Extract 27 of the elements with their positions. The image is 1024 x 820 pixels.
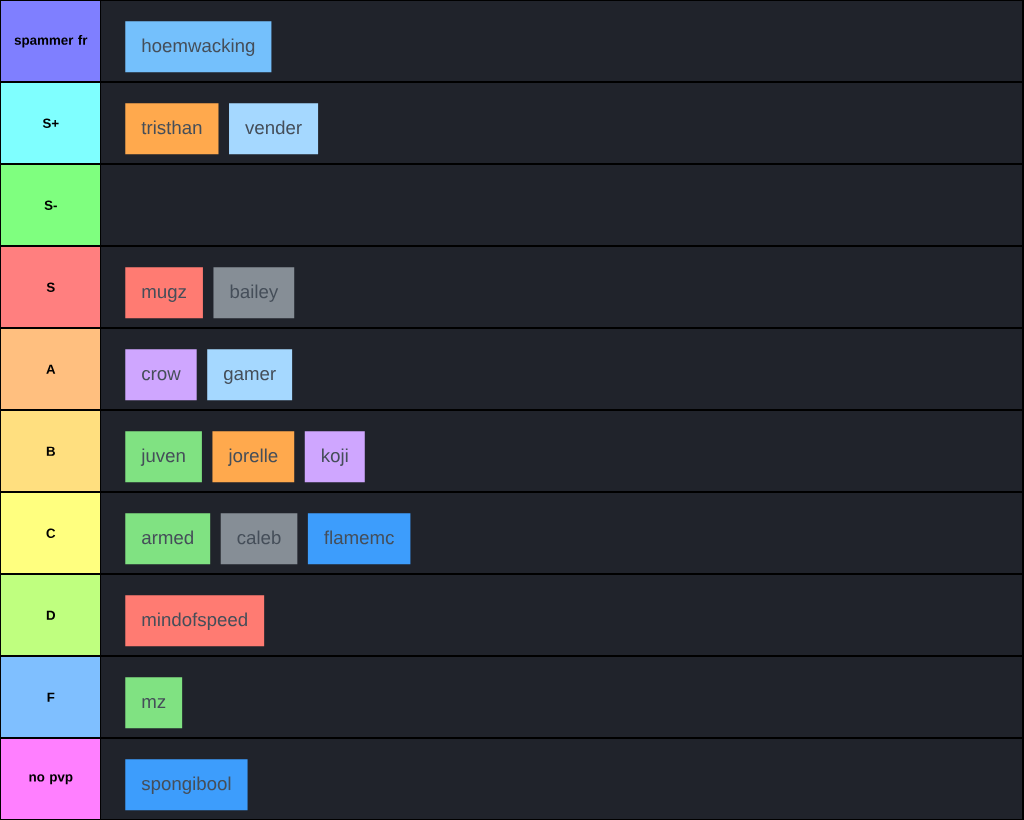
name-card: flamemc — [307, 513, 411, 565]
node-label: B — [46, 446, 55, 456]
name-card: hoemwacking — [125, 21, 272, 73]
name-card: vender — [229, 103, 319, 155]
name-card: mugz — [125, 267, 203, 319]
node-label: F — [47, 692, 55, 702]
name-card: bailey — [213, 267, 295, 319]
node-label: C — [46, 528, 56, 538]
name-card: caleb — [220, 513, 298, 565]
name-card: mindofspeed — [125, 595, 265, 647]
node-label: S+ — [42, 118, 59, 128]
node-label: spammer fr — [14, 35, 88, 48]
name-card: jorelle — [212, 431, 295, 483]
name-card: juven — [125, 431, 202, 483]
node-label: no pvp — [29, 774, 73, 785]
node-label: S- — [44, 200, 57, 210]
name-card: koji — [304, 431, 365, 483]
name-card: mz — [125, 677, 183, 729]
name-card: gamer — [207, 349, 293, 401]
name-card: spongibool — [125, 759, 248, 811]
node-label: D — [46, 610, 56, 620]
name-card: tristhan — [125, 103, 219, 155]
node-label: S — [46, 282, 55, 292]
node-label: A — [46, 364, 56, 374]
name-card: crow — [125, 349, 197, 401]
tier-row: S- — [1, 165, 1022, 245]
name-card: armed — [125, 513, 211, 565]
